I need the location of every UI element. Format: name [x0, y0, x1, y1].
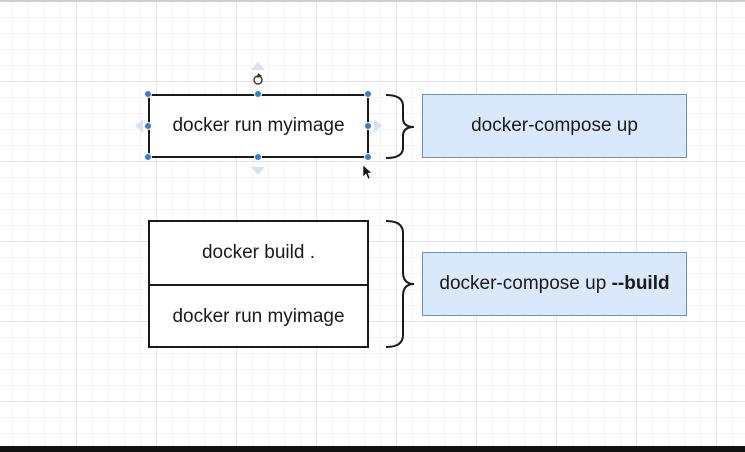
docker-run-cell[interactable]: docker run myimage — [150, 286, 367, 348]
compose-up-build-prefix: docker-compose up — [439, 273, 612, 294]
bottom-frame-bar — [0, 446, 745, 452]
resize-handle-sw[interactable] — [144, 153, 152, 161]
docker-run-stack-label: docker run myimage — [172, 306, 345, 327]
connect-arrow-right-icon — [374, 119, 382, 133]
connect-arrow-down-icon — [251, 167, 265, 175]
connect-arrow-left-icon — [135, 119, 143, 133]
resize-handle-ne[interactable] — [364, 90, 372, 98]
compose-up-build-box[interactable]: docker-compose up --build — [422, 252, 687, 316]
resize-handle-w[interactable] — [144, 122, 152, 130]
docker-build-cell[interactable]: docker build . — [150, 222, 367, 284]
top-curly-brace — [385, 94, 415, 159]
rotate-handle-icon — [253, 73, 263, 85]
compose-up-label: docker-compose up — [471, 115, 638, 136]
resize-handle-s[interactable] — [254, 153, 262, 161]
resize-handle-e[interactable] — [364, 122, 372, 130]
compose-build-flag: --build — [611, 273, 670, 294]
bottom-curly-brace — [385, 220, 415, 348]
compose-up-box[interactable]: docker-compose up — [422, 94, 687, 158]
resize-handle-nw[interactable] — [144, 90, 152, 98]
resize-handle-se[interactable] — [364, 153, 372, 161]
docker-run-box[interactable]: docker run myimage — [148, 94, 369, 158]
connect-arrow-up-icon — [251, 62, 265, 70]
mouse-pointer-icon — [362, 164, 373, 180]
resize-handle-n[interactable] — [254, 90, 262, 98]
build-run-stack[interactable]: docker build . docker run myimage — [148, 220, 369, 348]
docker-build-label: docker build . — [201, 242, 315, 263]
compose-up-build-label: docker-compose up --build — [439, 273, 669, 295]
canvas-top-border — [0, 0, 745, 2]
docker-run-label: docker run myimage — [172, 115, 345, 136]
stack-divider — [150, 284, 367, 286]
